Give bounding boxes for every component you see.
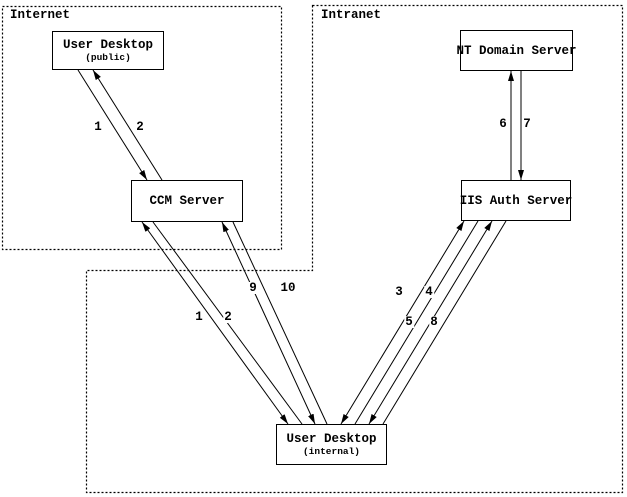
step-label-4: 4 — [424, 285, 434, 299]
node-title: CCM Server — [149, 194, 225, 208]
node-title: NT Domain Server — [456, 43, 577, 58]
node-subtitle: (public) — [85, 52, 131, 63]
step-label-10: 10 — [279, 281, 297, 295]
arrow-ccm-to-public-desktop — [92, 69, 163, 181]
step-label-public-1: 1 — [93, 120, 103, 134]
line-internal-desktop-ccm-pair2 — [232, 221, 328, 425]
line-internal-desktop-iis-pair2 — [382, 220, 507, 425]
node-iis-auth-server: IIS Auth Server — [459, 180, 573, 221]
step-label-5: 5 — [404, 315, 414, 329]
arrow-internal-desktop-ccm-pair2 — [221, 221, 316, 425]
arrow-internal-desktop-ccm-pair1 — [141, 221, 289, 425]
step-label-6: 6 — [498, 117, 508, 131]
step-label-public-2: 2 — [135, 120, 145, 134]
step-label-8: 8 — [429, 315, 439, 329]
arrow-internal-desktop-iis-pair1 — [340, 220, 465, 425]
line-internal-desktop-iis-pair1 — [354, 220, 479, 425]
step-label-3: 3 — [394, 285, 404, 299]
intranet-zone-label: Intranet — [321, 8, 382, 22]
node-ccm-server: CCM Server — [131, 180, 243, 222]
node-user-desktop-internal: User Desktop (internal) — [276, 424, 387, 465]
node-user-desktop-public: User Desktop (public) — [52, 31, 164, 70]
step-label-internal-1: 1 — [194, 310, 204, 324]
step-label-7: 7 — [522, 117, 532, 131]
node-title: IIS Auth Server — [459, 193, 573, 208]
node-title: User Desktop — [62, 38, 153, 52]
step-label-internal-2: 2 — [223, 310, 233, 324]
arrow-public-desktop-to-ccm — [77, 69, 148, 181]
step-label-9: 9 — [248, 281, 258, 295]
node-nt-domain-server: NT Domain Server — [456, 30, 577, 71]
node-title: User Desktop — [286, 432, 377, 446]
node-subtitle: (internal) — [302, 446, 360, 457]
internet-zone-label: Internet — [10, 8, 71, 22]
